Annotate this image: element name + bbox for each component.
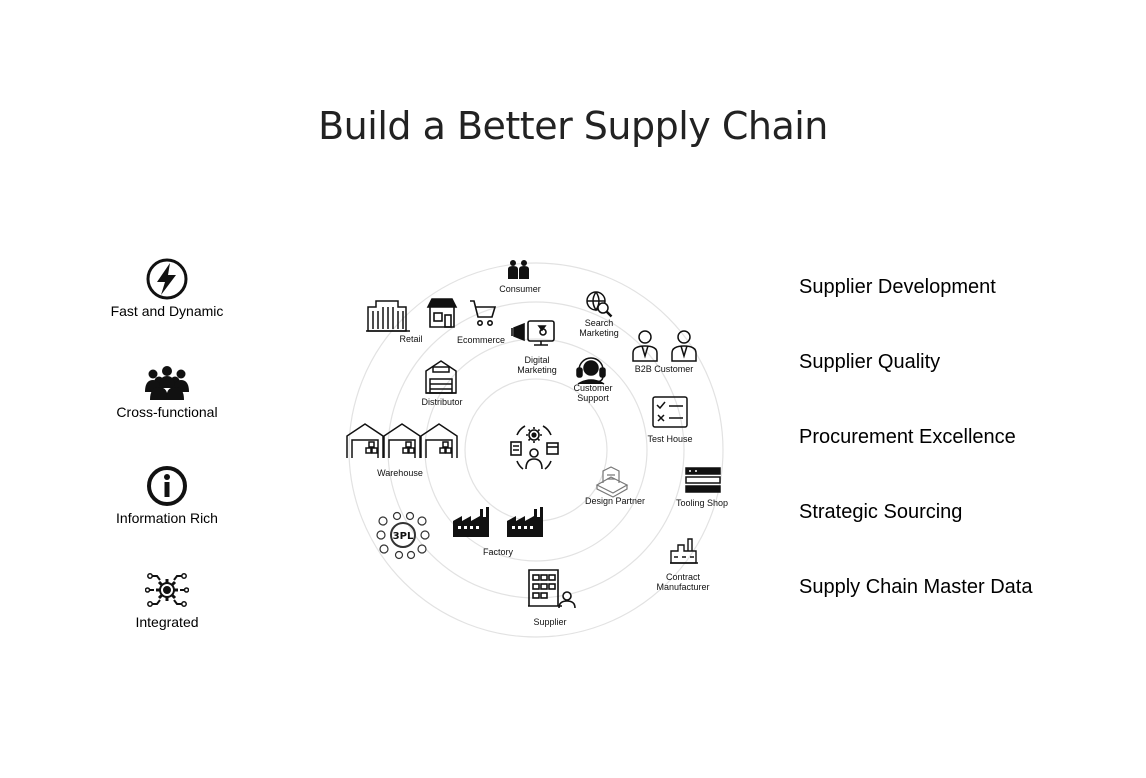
node-ecommerce: Ecommerce — [441, 335, 521, 345]
center-hub-icon — [510, 425, 559, 470]
node-search-marketing: Search Marketing — [579, 318, 619, 338]
node-factory: Factory — [458, 547, 538, 557]
capability-strategic-sourcing: Strategic Sourcing — [799, 501, 963, 523]
node-label: Warehouse — [377, 468, 423, 478]
node-label: Consumer — [499, 284, 541, 294]
supplier-building-icon — [528, 569, 576, 609]
tooling-rack-icon — [685, 467, 721, 493]
storefront-cart-icon — [426, 298, 497, 328]
node-label: Retail — [399, 334, 423, 344]
svg-text:3PL: 3PL — [393, 531, 414, 542]
checklist-icon — [652, 396, 688, 428]
node-contract-manufacturer: Contract Manufacturer — [652, 572, 714, 592]
node-supplier: Supplier — [510, 617, 590, 627]
capability-supplier-development: Supplier Development — [799, 276, 996, 298]
feature-cross-functional: Cross-functional — [67, 364, 267, 420]
capability-procurement-excellence: Procurement Excellence — [799, 426, 1016, 448]
people-icon — [508, 260, 529, 279]
node-retail: Retail — [371, 334, 451, 344]
feature-information-rich: Information Rich — [67, 464, 267, 526]
group-icon — [145, 366, 189, 400]
capability-supplier-quality: Supplier Quality — [799, 351, 941, 373]
node-distributor: Distributor — [402, 397, 482, 407]
info-icon — [147, 466, 187, 506]
warehouse-icon — [346, 423, 458, 458]
lightning-icon — [146, 258, 188, 300]
node-consumer: Consumer — [480, 284, 560, 294]
node-label: Distributor — [421, 397, 463, 407]
node-customer-support: Customer Support — [572, 383, 614, 403]
node-label: Contract Manufacturer — [656, 572, 710, 592]
feature-label: Cross-functional — [116, 404, 218, 420]
capability-supply-chain-master-data: Supply Chain Master Data — [799, 576, 1033, 598]
page-title: Build a Better Supply Chain — [318, 104, 828, 148]
node-label: Supplier — [533, 617, 567, 627]
feature-fast-and-dynamic: Fast and Dynamic — [67, 257, 267, 319]
office-building-icon — [366, 300, 410, 332]
feature-label: Integrated — [135, 614, 199, 630]
industrial-plant-icon — [670, 538, 698, 564]
feature-label: Fast and Dynamic — [110, 303, 224, 319]
node-label: Ecommerce — [456, 335, 505, 345]
node-test-house: Test House — [630, 434, 710, 444]
feature-integrated: Integrated — [67, 568, 267, 630]
3pl-hub-icon: 3PL — [376, 511, 430, 560]
3d-model-icon — [595, 466, 629, 498]
node-b2b-customer: B2B Customer — [624, 364, 704, 374]
node-label: Digital Marketing — [517, 355, 557, 375]
node-digital-marketing: Digital Marketing — [517, 355, 557, 375]
node-label: Factory — [482, 547, 513, 557]
node-label: B2B Customer — [634, 364, 694, 374]
businessmen-icon — [632, 330, 697, 362]
node-warehouse: Warehouse — [360, 468, 440, 478]
factory-icon — [453, 507, 543, 537]
megaphone-screen-icon — [511, 320, 555, 346]
node-tooling-shop: Tooling Shop — [662, 498, 742, 508]
node-label: Search Marketing — [579, 318, 619, 338]
headset-icon — [576, 357, 606, 385]
node-label: Test House — [647, 434, 693, 444]
search-globe-icon — [586, 291, 613, 318]
feature-label: Information Rich — [116, 510, 218, 526]
node-design-partner: Design Partner — [575, 496, 655, 506]
node-label: Design Partner — [584, 496, 646, 506]
network-gear-icon — [145, 573, 189, 607]
node-label: Tooling Shop — [675, 498, 729, 508]
distributor-building-icon — [425, 360, 457, 394]
node-label: Customer Support — [573, 383, 613, 403]
